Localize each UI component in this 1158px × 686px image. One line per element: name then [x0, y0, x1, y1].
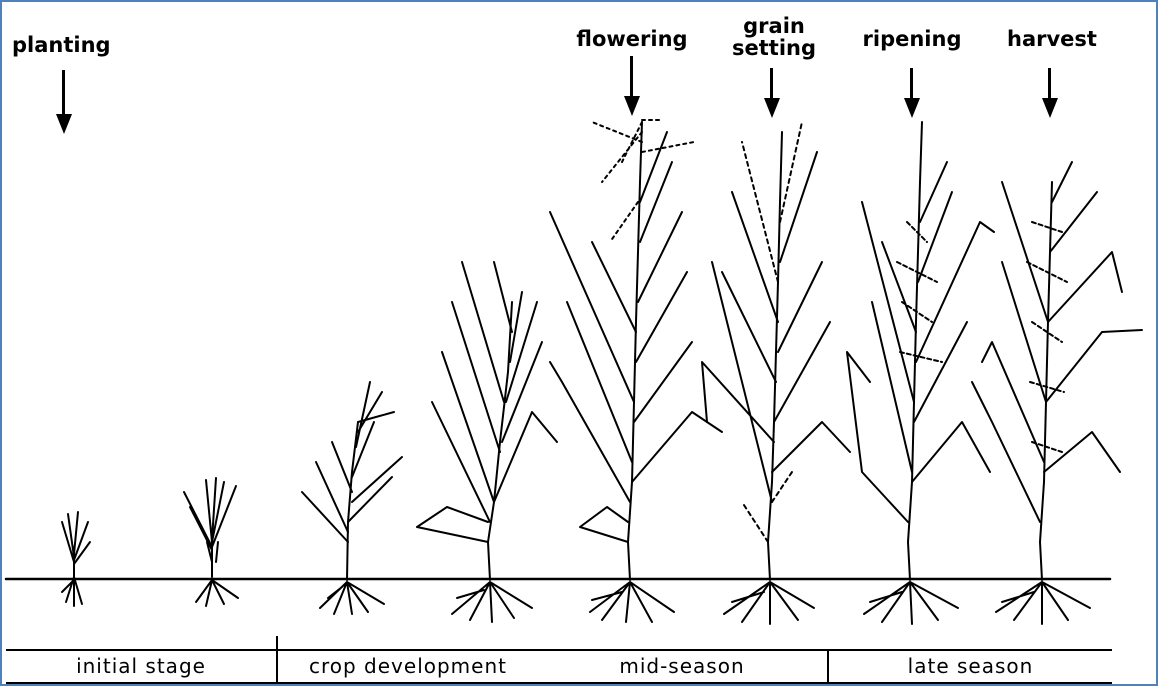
stage-bar-bottom-line — [6, 682, 1112, 684]
stage-initial: initial stage — [6, 654, 276, 678]
seedling-plant-2 — [184, 478, 238, 606]
stage-late-season: late season — [829, 654, 1112, 678]
seedling-plant-1 — [62, 512, 90, 606]
harvest-plant — [972, 162, 1142, 624]
flowering-plant — [550, 120, 722, 622]
stage-bar-top-line — [6, 649, 1112, 651]
stage-mid-season: mid-season — [562, 654, 802, 678]
ripening-plant — [847, 122, 994, 624]
stage-crop-development: crop development — [278, 654, 538, 678]
developing-plant — [417, 262, 557, 622]
grain-setting-plant — [702, 122, 850, 624]
